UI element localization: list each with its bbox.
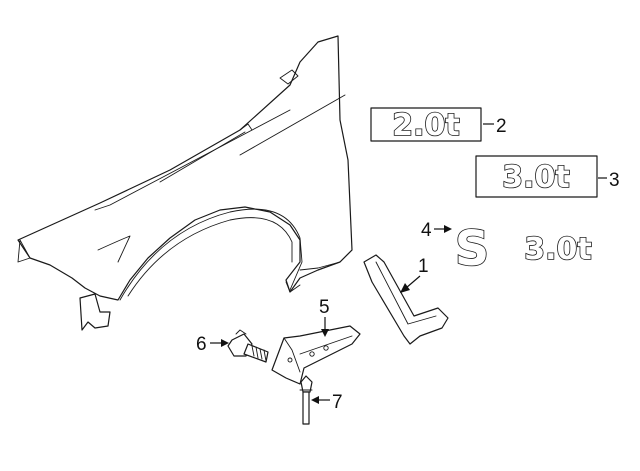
callout-6: 6 [196, 334, 229, 355]
callout-5-label: 5 [319, 297, 330, 318]
mud-flap [363, 254, 449, 345]
badge-3-0t: 3.0t [475, 155, 598, 198]
badge-2-text: 2.0t [392, 108, 460, 143]
callout-4-label: 4 [421, 220, 432, 241]
callout-1-label: 1 [418, 256, 429, 277]
callout-1: 1 [400, 256, 429, 293]
badge-4-s-text: S [455, 221, 490, 277]
callout-7-label: 7 [332, 392, 343, 413]
callout-6-label: 6 [196, 334, 207, 355]
mounting-bracket [271, 325, 361, 385]
badge-4-model-text: 3.0t [524, 232, 592, 267]
callout-2: 2 [483, 116, 507, 137]
flange-bolt [227, 329, 269, 363]
badge-4-s-3-0t: S 3.0t [454, 220, 593, 278]
callout-5: 5 [319, 297, 330, 337]
callout-4: 4 [421, 220, 452, 241]
callout-3-label: 3 [609, 170, 620, 191]
badge-3-text: 3.0t [502, 160, 570, 195]
callout-3: 3 [598, 170, 620, 191]
stud-fastener [299, 375, 313, 425]
callout-7: 7 [311, 392, 343, 413]
badge-2-0t: 2.0t [370, 107, 482, 144]
fender-panel [17, 35, 353, 331]
callout-2-label: 2 [496, 116, 507, 137]
